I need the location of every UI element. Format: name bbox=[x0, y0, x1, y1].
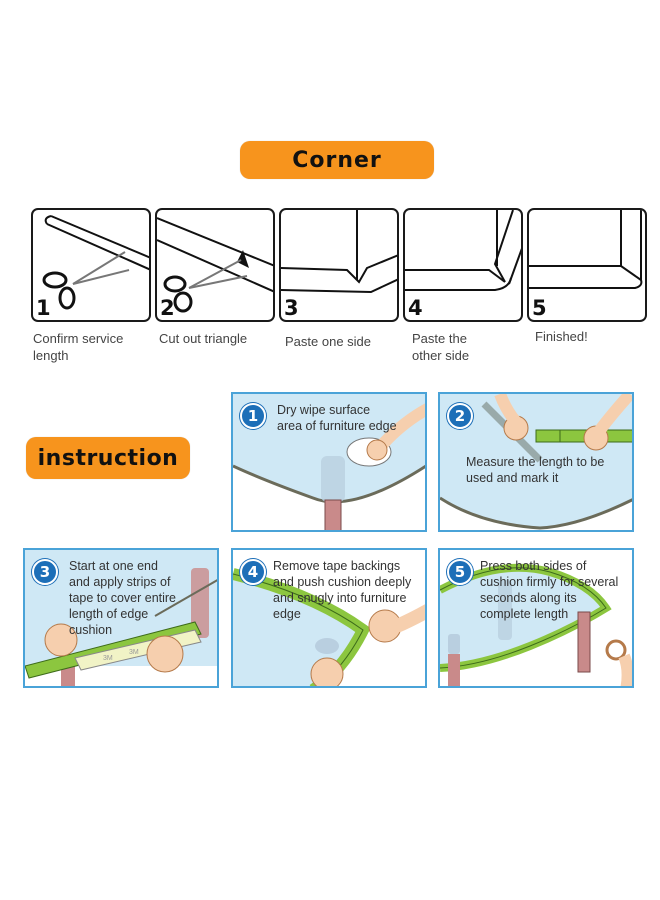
table-wipe-illustration bbox=[233, 394, 425, 530]
measure-illustration bbox=[440, 394, 632, 530]
corner-step-4: 4 bbox=[403, 208, 523, 322]
instruction-step-5: 5 Press both sides of cushion firmly for… bbox=[438, 548, 634, 688]
step-text: Dry wipe surface area of furniture edge bbox=[277, 403, 397, 433]
corner-step-3-label: Paste one side bbox=[285, 334, 372, 349]
step-text: Measure the length to be used and mark i… bbox=[466, 455, 605, 485]
step-number: 5 bbox=[532, 296, 547, 320]
step-number: 4 bbox=[408, 296, 423, 320]
corner-step-5-label: Finished! bbox=[535, 329, 588, 344]
step-number: 1 bbox=[36, 296, 51, 320]
corner-finished-icon bbox=[529, 210, 643, 289]
step-text: Remove tape backings and push cushion de… bbox=[273, 559, 412, 621]
instruction-step-1: 1 Dry wipe surface area of furniture edg… bbox=[231, 392, 427, 532]
step-text: Start at one end and apply strips of tap… bbox=[69, 559, 177, 637]
corner-step-2: 2 bbox=[155, 208, 275, 322]
corner-step-1-label: Confirm service length bbox=[33, 331, 124, 363]
corner-step-1: 1 bbox=[31, 208, 151, 322]
corner-paste-icon bbox=[405, 210, 521, 291]
step-badge: 3 bbox=[32, 559, 58, 585]
step-badge: 4 bbox=[240, 559, 266, 585]
svg-text:3M: 3M bbox=[129, 649, 139, 656]
corner-step-4-label: Paste the other side bbox=[412, 331, 470, 363]
corner-step-2-label: Cut out triangle bbox=[159, 331, 248, 346]
instruction-step-3: 3M 3M 3M 3 Start at one end and apply st… bbox=[23, 548, 219, 688]
corner-step-5: 5 bbox=[527, 208, 647, 322]
tape-label: 3M bbox=[103, 655, 113, 662]
corner-paste-icon bbox=[281, 210, 397, 294]
press-cushion-illustration bbox=[440, 563, 632, 686]
corner-heading: Corner bbox=[240, 141, 434, 179]
push-cushion-illustration bbox=[233, 568, 425, 686]
instruction-step-2: 2 Measure the length to be used and mark… bbox=[438, 392, 634, 532]
step-number: 2 bbox=[160, 296, 175, 320]
step-number: 3 bbox=[284, 296, 299, 320]
step-badge: 5 bbox=[447, 559, 473, 585]
corner-step-3: 3 bbox=[279, 208, 399, 322]
instruction-step-4: 4 Remove tape backings and push cushion … bbox=[231, 548, 427, 688]
step-badge: 2 bbox=[447, 403, 473, 429]
instruction-heading: instruction bbox=[26, 437, 190, 479]
step-text: Press both sides of cushion firmly for s… bbox=[480, 559, 619, 621]
scissors-icon bbox=[157, 217, 273, 313]
step-badge: 1 bbox=[240, 403, 266, 429]
scissors-icon bbox=[42, 215, 149, 310]
